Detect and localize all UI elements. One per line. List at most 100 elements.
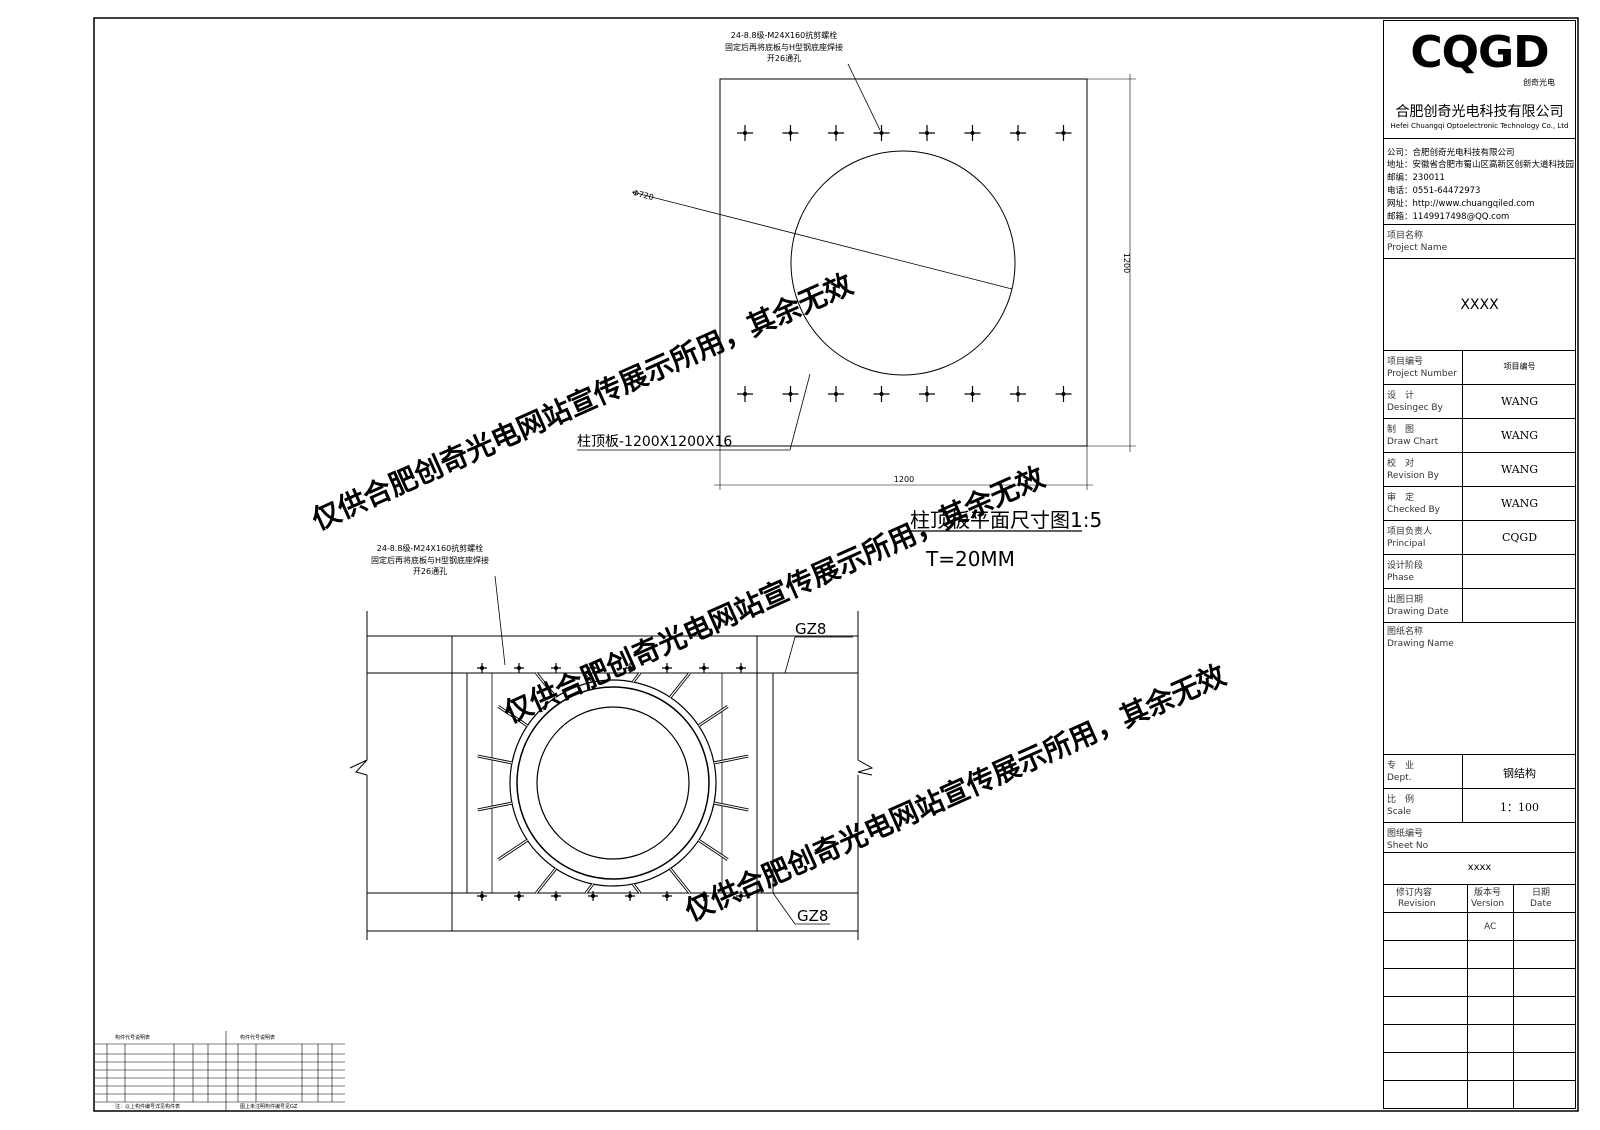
top-plate-view: 24-8.8级-M24X160抗剪螺栓 固定后再将底板与H型钢底座焊接 开26通… <box>577 30 1136 571</box>
revision-cn: 修订内容 <box>1396 888 1433 898</box>
bolt-center <box>554 666 558 670</box>
stiffener-plate-inner <box>669 672 691 698</box>
title-row-label-en: Drawing Date <box>1387 607 1449 617</box>
radial-stiffeners <box>477 672 749 894</box>
pipe-inner-ring <box>536 706 690 860</box>
bolt-center <box>925 131 929 135</box>
contact-line-1: 公司：合肥创奇光电科技有限公司 <box>1387 148 1515 158</box>
title-row-7: 出图日期 Drawing Date <box>1384 589 1575 623</box>
bolt-center <box>739 666 743 670</box>
dept-cn: 专 业 <box>1387 761 1415 771</box>
bolt-center <box>879 131 884 135</box>
dept-value: 钢结构 <box>1503 767 1536 780</box>
date-cn: 日期 <box>1532 888 1551 898</box>
title-row-value: CQGD <box>1501 531 1538 544</box>
revision-row: AC <box>1384 913 1575 941</box>
stiffener-plate-inner <box>535 672 557 698</box>
top-bolt-note-2: 固定后再将底板与H型钢底座焊接 <box>725 42 843 52</box>
project-name-label-row: 项目名称 Project Name <box>1384 225 1575 259</box>
project-name-label-en: Project Name <box>1387 243 1448 253</box>
company-logo: CQGD <box>1410 27 1549 78</box>
drawing-name-en: Drawing Name <box>1387 639 1454 649</box>
sheet-value-row: xxxx <box>1384 853 1575 885</box>
top-bolt-note-3: 开26通孔 <box>767 53 801 63</box>
top-plate-circle <box>790 150 1016 376</box>
company-name-cn: 合肥创奇光电科技有限公司 <box>1395 104 1564 120</box>
title-row-value: WANG <box>1500 429 1539 442</box>
contact-line-4: 电话：0551-64472973 <box>1387 186 1481 196</box>
bolt-center <box>591 894 595 898</box>
bolt-center <box>1016 392 1020 396</box>
stiffener-plate-inner <box>535 868 557 894</box>
view-title: 柱顶板平面尺寸图1:5 <box>910 508 1102 532</box>
bottom-bolt-note-3: 开26通孔 <box>413 566 447 576</box>
title-row-value: WANG <box>1500 395 1539 408</box>
pipe-mid-ring <box>516 686 710 880</box>
stiffener-plate-inner <box>632 883 641 894</box>
stiffener-plate-inner <box>585 672 594 683</box>
title-row-label-cn: 制 图 <box>1387 425 1415 435</box>
dept-row: 专 业 Dept. 钢结构 <box>1384 755 1575 789</box>
bolt-center <box>480 894 484 898</box>
stiffener-plate-inner <box>698 839 729 861</box>
bolt-center <box>517 894 521 898</box>
bolt-center <box>1061 392 1066 396</box>
contact-line-2: 地址：安徽省合肥市蜀山区高新区创新大道科技园 <box>1387 160 1575 170</box>
revision-en: Revision <box>1398 899 1436 909</box>
plate-label: 柱顶板-1200X1200X16 <box>577 434 732 450</box>
stiffener-plate-inner <box>477 755 513 764</box>
bolt-center <box>591 666 595 670</box>
bolt-center <box>1061 131 1066 135</box>
title-row-label-en: Revision By <box>1387 471 1439 481</box>
bolt-center <box>743 131 747 135</box>
bolt-center <box>788 392 793 396</box>
stiffener-plate-inner <box>497 839 528 861</box>
drawing-name-row: 图纸名称 Drawing Name <box>1384 621 1575 755</box>
revision-row <box>1384 997 1575 1025</box>
bolt-center <box>480 666 484 670</box>
diameter-label: Φ720 <box>632 188 655 202</box>
revision-row <box>1384 969 1575 997</box>
bolt-center <box>743 392 747 396</box>
top-plate-outline <box>719 78 1088 447</box>
stiffener-plate-inner <box>477 802 513 811</box>
title-row-value: WANG <box>1500 463 1539 476</box>
revision-row <box>1384 941 1575 969</box>
bolt-row-top <box>737 125 1072 141</box>
title-row-label-cn: 审 定 <box>1387 493 1415 503</box>
scale-row: 比 例 Scale 1：100 <box>1384 789 1575 823</box>
title-block: CQGD 创奇光电 合肥创奇光电科技有限公司 Hefei Chuangqi Op… <box>1383 20 1576 1109</box>
title-row-value: WANG <box>1500 497 1539 510</box>
sheet-en: Sheet No <box>1387 841 1429 851</box>
pipe-outer-ring <box>509 679 717 887</box>
contact-line-5: 网址：http://www.chuangqiled.com <box>1387 199 1535 209</box>
legend-footer-left: 注：以上构件编号详见构件表 <box>115 1104 181 1110</box>
revision-row <box>1384 1025 1575 1053</box>
title-row-label-cn: 设 计 <box>1387 391 1415 401</box>
bottom-bolt-note-1: 24-8.8级-M24X160抗剪螺栓 <box>377 543 484 553</box>
title-row-label-en: Project Number <box>1387 369 1457 379</box>
scale-cn: 比 例 <box>1387 795 1415 805</box>
legend-title-left: 构件代号说明表 <box>115 1035 151 1041</box>
stiffener-plate-inner <box>698 705 729 727</box>
top-bolt-note-1: 24-8.8级-M24X160抗剪螺栓 <box>731 30 838 40</box>
title-row-label-en: Checked By <box>1387 505 1440 515</box>
title-row-label-en: Principal <box>1387 539 1426 549</box>
sheet-cn: 图纸编号 <box>1387 829 1424 839</box>
bolt-center <box>665 666 669 670</box>
title-row-label-cn: 出图日期 <box>1387 595 1424 605</box>
legend-table: 构件代号说明表 构件代号说明表 注：以上构件编号详见构件表 图上未注明构件编号见… <box>95 1031 345 1111</box>
scale-value: 1：100 <box>1500 801 1539 814</box>
bolt-center <box>554 894 558 898</box>
bottom-bolt-note-2: 固定后再将底板与H型钢底座焊接 <box>371 555 489 565</box>
title-row-value: 项目编号 <box>1503 362 1536 371</box>
dim-horizontal: 1200 <box>894 475 914 484</box>
bottom-view-bolts <box>477 663 746 901</box>
project-name-value: XXXX <box>1460 297 1499 313</box>
project-name-label-cn: 项目名称 <box>1387 231 1424 241</box>
stiffener-plate-inner <box>713 755 749 764</box>
revision-row <box>1384 1081 1575 1109</box>
